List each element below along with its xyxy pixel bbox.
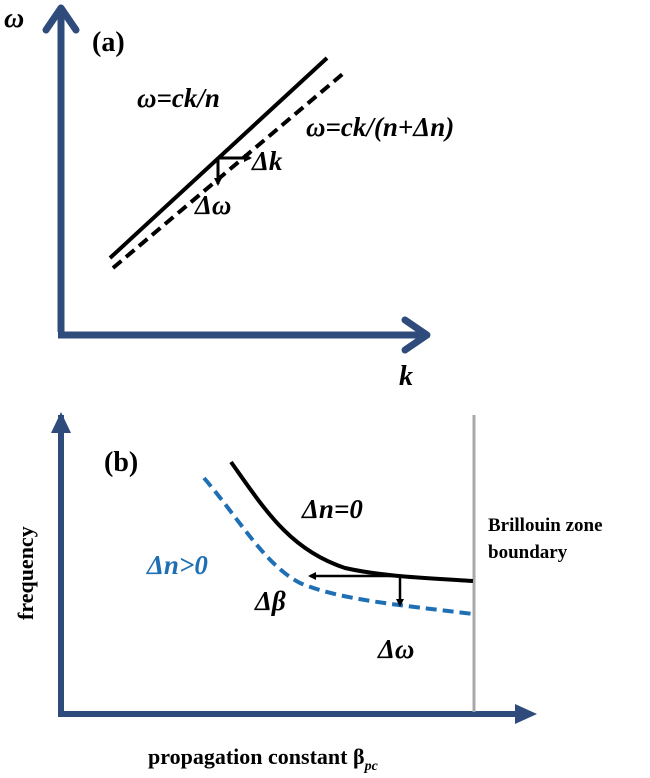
- delta-omega-label-b: Δω: [377, 634, 414, 664]
- solid-line-label: ω=ck/n: [137, 83, 220, 113]
- panel-a-y-axis-label: ω: [4, 3, 24, 34]
- panel-b-y-axis-label: frequency: [13, 526, 38, 620]
- panel-a-x-axis-label: k: [399, 361, 413, 392]
- panel-b: (b) frequency Δn=0 Δn>0 Δβ Δω Brillouin …: [13, 412, 603, 774]
- panel-a-y-axis: [42, 4, 80, 332]
- x-axis-arrowhead-icon: [515, 704, 537, 724]
- panel-b-x-axis: [58, 704, 537, 724]
- panel-b-label: (b): [104, 447, 138, 478]
- panel-b-y-axis: [51, 412, 71, 717]
- solid-band-curve: [229, 460, 474, 583]
- boundary-label-line2: boundary: [488, 542, 568, 563]
- dashed-curve-label: Δn>0: [146, 550, 208, 580]
- dashed-band-curve: [202, 476, 474, 616]
- y-axis-arrowhead-icon: [51, 412, 71, 433]
- delta-omega-label-a: Δω: [194, 190, 231, 220]
- x-axis-label-main: propagation constant β: [148, 744, 365, 769]
- panel-b-x-axis-label: propagation constant βpc: [148, 744, 379, 774]
- delta-k-label: Δk: [251, 146, 283, 176]
- dashed-line-label: ω=ck/(n+Δn): [306, 112, 454, 142]
- delta-beta-label: Δβ: [254, 586, 286, 616]
- panel-a-label: (a): [92, 27, 125, 58]
- boundary-label-line1: Brillouin zone: [488, 515, 603, 536]
- panel-a: ω (a) ω=ck/n ω=ck/(n+Δn) Δk Δω k: [4, 3, 454, 392]
- x-axis-label-subscript: pc: [364, 759, 379, 774]
- solid-curve-label: Δn=0: [301, 494, 363, 524]
- panel-a-x-axis: [58, 316, 431, 354]
- x-axis-arrowhead-icon: [401, 316, 431, 354]
- y-axis-arrowhead-icon: [42, 4, 80, 34]
